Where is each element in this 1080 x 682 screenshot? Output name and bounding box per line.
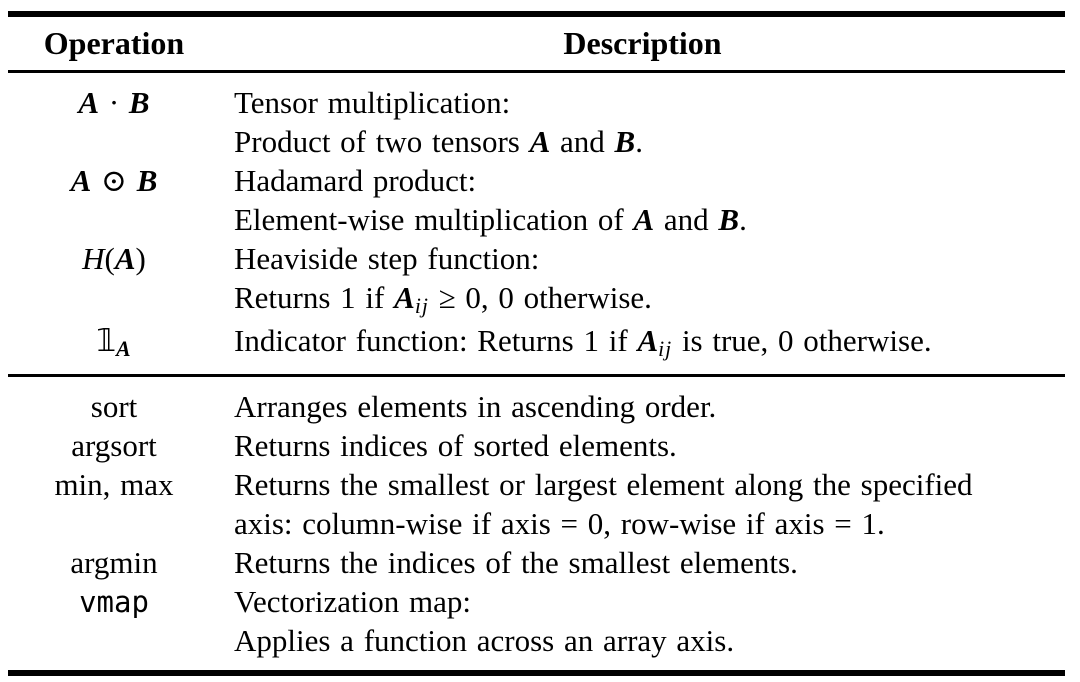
text-segment: A [633, 202, 655, 237]
text-segment: . [635, 124, 643, 159]
text-segment: A [394, 280, 415, 315]
table-row: H(A)Heaviside step function:Returns 1 if… [8, 239, 1065, 321]
text-segment: H [82, 241, 105, 276]
operation-cell: argmin [8, 543, 220, 582]
description-line: Vectorization map: [234, 582, 1065, 621]
description-column-header: Description [563, 25, 722, 61]
description-line: Returns the smallest or largest element … [234, 465, 1065, 504]
operation-cell: sort [8, 387, 220, 426]
text-segment: vmap [79, 585, 149, 619]
text-segment: Returns the indices of the smallest elem… [234, 545, 798, 580]
text-segment: Product of two tensors [234, 124, 530, 159]
text-segment: A [70, 163, 92, 198]
text-segment: 𝟙 [96, 323, 117, 359]
table-row: sort Arranges elements in ascending order… [8, 387, 1065, 426]
text-segment: Heaviside step function: [234, 241, 540, 276]
operation-cell: H(A) [8, 239, 220, 321]
table-row: vmap Vectorization map: Applies a function… [8, 582, 1065, 660]
text-segment: Hadamard product: [234, 163, 477, 198]
description-cell: Heaviside step function:Returns 1 if Aij… [220, 239, 1065, 321]
table-row: argmin Returns the indices of the smalles… [8, 543, 1065, 582]
operation-column-header: Operation [43, 25, 185, 61]
description-cell: Vectorization map: Applies a function acr… [220, 582, 1065, 660]
text-segment: A [114, 241, 136, 276]
text-segment: min, max [54, 467, 174, 502]
table-row: argsort Returns indices of sorted element… [8, 426, 1065, 465]
description-cell: Indicator function: Returns 1 if Aij is … [220, 321, 1065, 364]
operation-cell: vmap [8, 582, 220, 660]
text-segment: A [116, 336, 132, 361]
operation-cell: A ⊙ B [8, 161, 220, 239]
text-segment: Applies a function across an array axis. [234, 623, 735, 658]
operation-cell: A · B [8, 83, 220, 161]
text-segment: argsort [71, 428, 157, 463]
text-segment: sort [90, 389, 138, 424]
text-segment: Returns 1 if [234, 280, 395, 315]
top-rule [8, 11, 1065, 17]
text-segment: ⊙ [91, 163, 137, 198]
text-segment: ) [135, 241, 146, 276]
text-segment: axis: column-wise if axis = 0, row-wise … [234, 506, 885, 541]
description-line: Hadamard product: [234, 161, 1065, 200]
text-segment: argmin [70, 545, 158, 580]
text-segment: ( [104, 241, 115, 276]
description-line: Indicator function: Returns 1 if Aij is … [234, 321, 1065, 364]
description-line: Element-wise multiplication of A and B. [234, 200, 1065, 239]
description-line: Product of two tensors A and B. [234, 122, 1065, 161]
table-section-array-functions: sort Arranges elements in ascending order… [8, 377, 1065, 670]
text-segment: ij [414, 293, 429, 318]
text-segment: Tensor multiplication: [234, 85, 511, 120]
text-segment: ≥ 0, 0 otherwise. [428, 280, 652, 315]
text-segment: ij [658, 336, 673, 361]
text-segment: Vectorization map: [234, 584, 471, 619]
text-segment: B [614, 124, 636, 159]
description-line: Returns 1 if Aij ≥ 0, 0 otherwise. [234, 278, 1065, 321]
operation-cell: argsort [8, 426, 220, 465]
description-line: Returns the indices of the smallest elem… [234, 543, 1065, 582]
text-segment: B [136, 163, 158, 198]
description-line: Returns indices of sorted elements. [234, 426, 1065, 465]
text-segment: A [637, 323, 659, 358]
text-segment: Returns indices of sorted elements. [234, 428, 677, 463]
text-segment: B [128, 85, 150, 120]
text-segment: and [550, 124, 615, 159]
text-segment: . [739, 202, 747, 237]
text-segment: · [99, 85, 129, 120]
description-cell: Returns the smallest or largest element … [220, 465, 1065, 543]
description-line: Applies a function across an array axis. [234, 621, 1065, 660]
text-segment: Element-wise multiplication of [234, 202, 634, 237]
text-segment: is true, 0 otherwise. [672, 323, 932, 358]
text-segment: Arranges elements in ascending order. [234, 389, 717, 424]
operation-cell: min, max [8, 465, 220, 543]
text-segment: B [718, 202, 740, 237]
description-cell: Arranges elements in ascending order. [220, 387, 1065, 426]
description-cell: Returns the indices of the smallest elem… [220, 543, 1065, 582]
text-segment: Returns the smallest or largest element … [234, 467, 973, 502]
table-row: min, max Returns the smallest or largest … [8, 465, 1065, 543]
text-segment: and [654, 202, 719, 237]
mid-rule [8, 374, 1065, 377]
description-cell: Tensor multiplication:Product of two ten… [220, 83, 1065, 161]
description-line: axis: column-wise if axis = 0, row-wise … [234, 504, 1065, 543]
description-cell: Returns indices of sorted elements. [220, 426, 1065, 465]
bottom-rule [8, 670, 1065, 676]
operation-cell: 𝟙A [8, 321, 220, 364]
description-line: Arranges elements in ascending order. [234, 387, 1065, 426]
header-rule [8, 70, 1065, 73]
header-row: Operation Description [8, 17, 1065, 70]
description-line: Heaviside step function: [234, 239, 1065, 278]
text-segment: A [78, 85, 100, 120]
text-segment: Indicator function: Returns 1 if [234, 323, 638, 358]
description-cell: Hadamard product:Element-wise multiplica… [220, 161, 1065, 239]
description-line: Tensor multiplication: [234, 83, 1065, 122]
text-segment: A [529, 124, 551, 159]
